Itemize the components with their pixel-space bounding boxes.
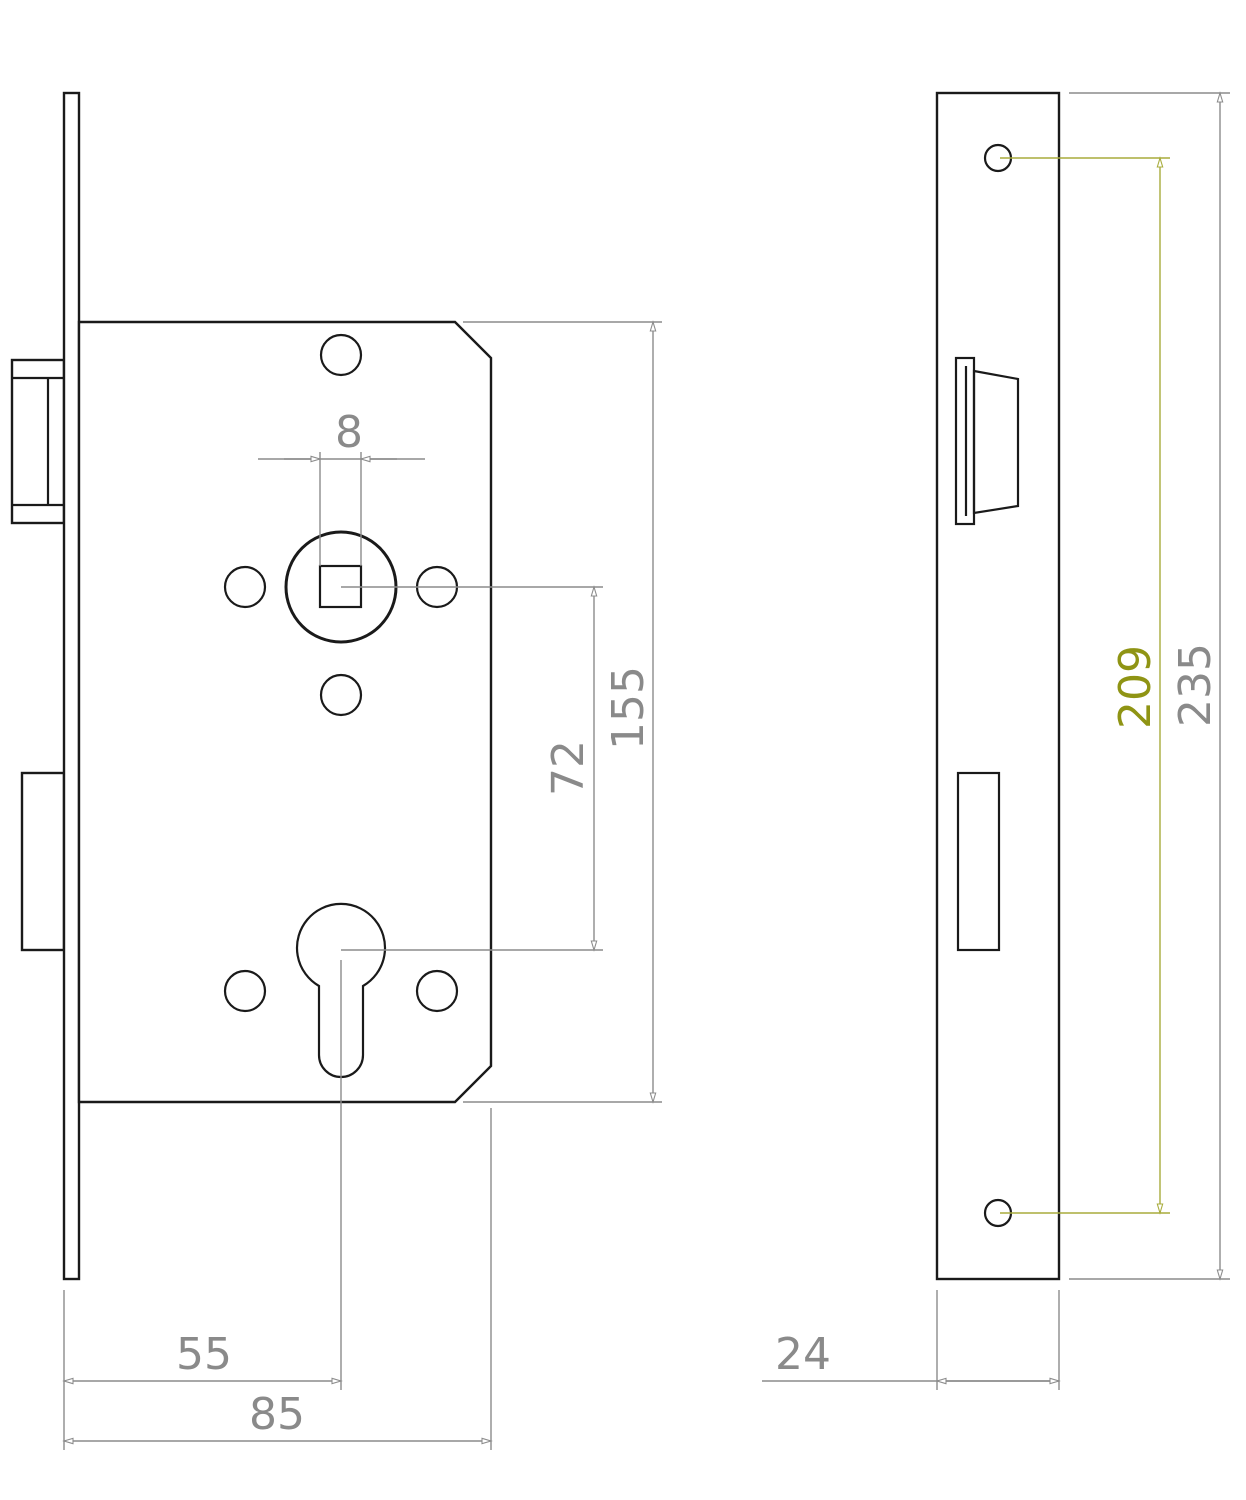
dim-label-55: 55 <box>176 1329 232 1380</box>
faceplate-dimensions <box>762 91 1230 1390</box>
fixing-hole-top <box>319 333 363 377</box>
fixing-hole-lower-left <box>223 969 267 1013</box>
dimension-labels: 8 72 155 55 85 209 235 24 <box>176 407 1221 1440</box>
dim-label-24: 24 <box>775 1329 831 1380</box>
faceplate-edge <box>62 91 81 1281</box>
deadbolt-opening <box>956 771 1001 952</box>
dim-label-235: 235 <box>1170 643 1221 727</box>
dim-label-155: 155 <box>603 666 654 750</box>
front-dimensions <box>62 320 662 1450</box>
latch-bolt <box>10 358 66 525</box>
fixing-hole-lower-right <box>415 969 459 1013</box>
latch-opening <box>954 356 1020 526</box>
faceplate-view <box>935 91 1061 1281</box>
dim-label-85: 85 <box>249 1389 305 1440</box>
dim-label-spindle: 8 <box>335 407 363 458</box>
dim-label-72: 72 <box>543 740 594 796</box>
fixing-hole-left <box>223 565 267 609</box>
fixing-hole-bottom <box>319 673 363 717</box>
dead-bolt <box>20 771 66 952</box>
front-view <box>10 91 493 1281</box>
lock-case <box>77 320 493 1104</box>
faceplate <box>935 91 1061 1281</box>
dim-label-209: 209 <box>1110 645 1161 729</box>
